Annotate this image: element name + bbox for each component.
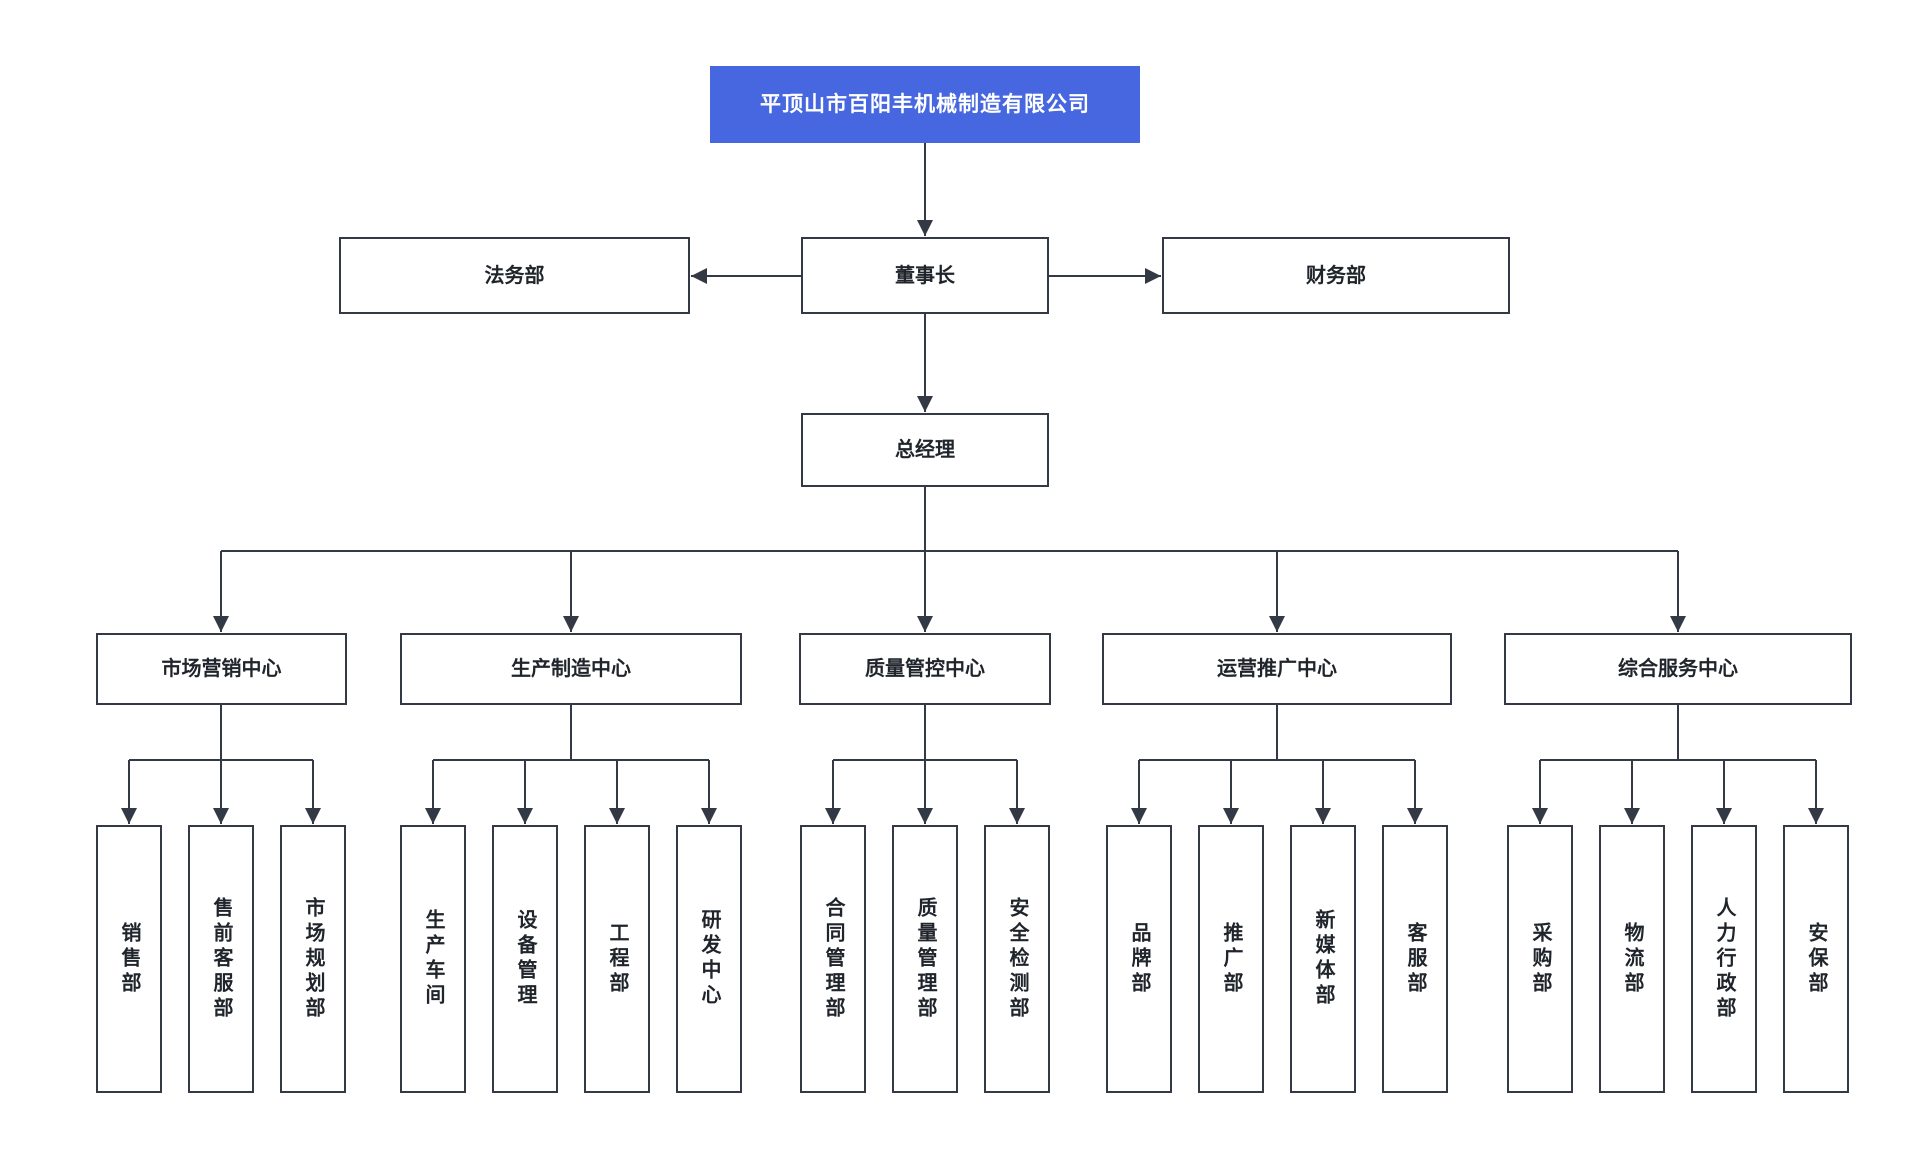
dept-node-quality-management[interactable]: 质量管理部 <box>892 825 958 1093</box>
dept-node-market-planning[interactable]: 市场规划部 <box>280 825 346 1093</box>
finance-dept-node[interactable]: 财务部 <box>1162 237 1510 314</box>
connector-operations-center-to-depts <box>1131 705 1423 824</box>
dept-node-sales[interactable]: 销售部 <box>96 825 162 1093</box>
dept-node-customer-service[interactable]: 客服部 <box>1382 825 1448 1093</box>
connector-quality-center-to-depts <box>825 705 1025 824</box>
dept-node-engineering[interactable]: 工程部 <box>584 825 650 1093</box>
chairman-node[interactable]: 董事长 <box>801 237 1049 314</box>
dept-node-equipment-management[interactable]: 设备管理 <box>492 825 558 1093</box>
center-node-services[interactable]: 综合服务中心 <box>1504 633 1852 705</box>
connector-production-center-to-depts <box>425 705 717 824</box>
dept-node-contract-management[interactable]: 合同管理部 <box>800 825 866 1093</box>
general-manager-node[interactable]: 总经理 <box>801 413 1049 487</box>
center-node-operations[interactable]: 运营推广中心 <box>1102 633 1452 705</box>
dept-node-procurement[interactable]: 采购部 <box>1507 825 1573 1093</box>
center-node-quality[interactable]: 质量管控中心 <box>799 633 1051 705</box>
dept-node-production-workshop[interactable]: 生产车间 <box>400 825 466 1093</box>
dept-node-safety-inspection[interactable]: 安全检测部 <box>984 825 1050 1093</box>
dept-node-new-media[interactable]: 新媒体部 <box>1290 825 1356 1093</box>
dept-node-promotion[interactable]: 推广部 <box>1198 825 1264 1093</box>
center-node-production[interactable]: 生产制造中心 <box>400 633 742 705</box>
legal-dept-node[interactable]: 法务部 <box>339 237 690 314</box>
dept-node-hr-admin[interactable]: 人力行政部 <box>1691 825 1757 1093</box>
connector-marketing-center-to-depts <box>121 705 321 824</box>
center-node-marketing[interactable]: 市场营销中心 <box>96 633 347 705</box>
dept-node-brand[interactable]: 品牌部 <box>1106 825 1172 1093</box>
dept-node-rnd-center[interactable]: 研发中心 <box>676 825 742 1093</box>
company-root-node[interactable]: 平顶山市百阳丰机械制造有限公司 <box>710 66 1140 143</box>
dept-node-logistics[interactable]: 物流部 <box>1599 825 1665 1093</box>
dept-node-security[interactable]: 安保部 <box>1783 825 1849 1093</box>
connector-gm-to-centers <box>213 487 1686 632</box>
connector-services-center-to-depts <box>1532 705 1824 824</box>
dept-node-presales-service[interactable]: 售前客服部 <box>188 825 254 1093</box>
